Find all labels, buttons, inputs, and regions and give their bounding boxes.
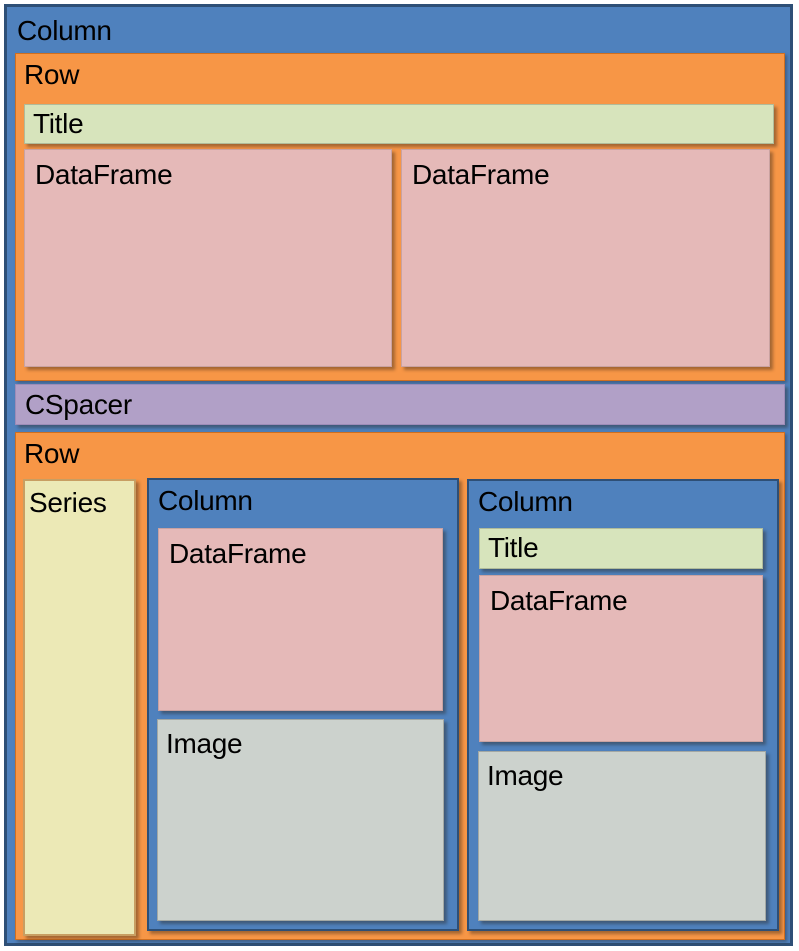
dataframe-box-middle: DataFrame: [158, 528, 443, 711]
column-middle-label: Column: [158, 485, 253, 516]
column-container-middle: Column DataFrame Image: [147, 478, 459, 931]
image-box-middle: Image: [157, 719, 444, 921]
title-box-top: Title: [24, 104, 774, 144]
dataframe-box-top-left: DataFrame: [24, 149, 392, 367]
series-box: Series: [23, 479, 136, 936]
dataframe-box-top-right: DataFrame: [401, 149, 770, 367]
title-top-label: Title: [33, 108, 84, 139]
dataframe-right-label: DataFrame: [490, 585, 628, 616]
column-container-right: Column Title DataFrame Image: [467, 479, 779, 931]
column-container-root: Column Row Title DataFrame DataFrame CSp…: [4, 4, 793, 946]
image-right-label: Image: [487, 760, 564, 791]
row-bottom-label: Row: [24, 438, 80, 469]
column-root-label: Column: [17, 15, 112, 46]
dataframe-box-right: DataFrame: [479, 575, 763, 742]
dataframe-top-left-label: DataFrame: [35, 159, 173, 190]
dataframe-middle-label: DataFrame: [169, 538, 307, 569]
title-box-right: Title: [479, 528, 763, 569]
cspacer-label: CSpacer: [25, 389, 132, 420]
row-container-top: Row Title DataFrame DataFrame: [15, 53, 785, 381]
row-top-label: Row: [24, 59, 80, 90]
image-middle-label: Image: [166, 728, 243, 759]
cspacer-box: CSpacer: [15, 384, 785, 425]
column-right-label: Column: [478, 486, 573, 517]
title-right-label: Title: [488, 532, 539, 563]
dataframe-top-right-label: DataFrame: [412, 159, 550, 190]
row-container-bottom: Row Series Column DataFrame Image Column…: [15, 432, 785, 940]
series-label: Series: [29, 487, 107, 518]
image-box-right: Image: [478, 751, 766, 921]
